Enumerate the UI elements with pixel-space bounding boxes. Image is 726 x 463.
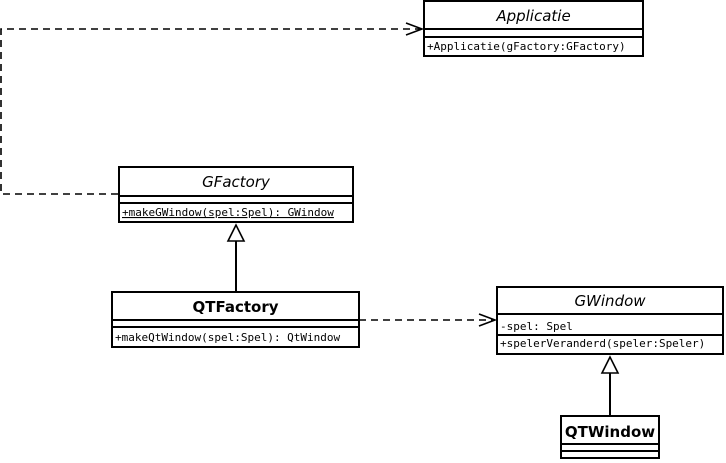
class-name: QTWindow: [565, 423, 655, 441]
class-applicatie: Applicatie +Applicatie(gFactory:GFactory…: [423, 0, 644, 57]
class-name: Applicatie: [495, 7, 570, 25]
class-operation: +makeGWindow(spel:Spel): GWindow: [122, 206, 334, 219]
hollow-triangle-arrowhead: [600, 355, 620, 374]
class-name: GFactory: [202, 173, 271, 191]
hollow-triangle-arrowhead: [226, 223, 246, 242]
class-gfactory: GFactory +makeGWindow(spel:Spel): GWindo…: [118, 166, 354, 223]
class-qtwindow: QTWindow: [560, 415, 660, 459]
dependency-gfactory-applicatie: [0, 22, 425, 195]
class-operation: +makeQtWindow(spel:Spel): QtWindow: [115, 331, 341, 344]
open-arrowhead: [478, 313, 498, 327]
dependency-qtfactory-gwindow: [359, 313, 498, 327]
generalization-qtwindow-gwindow: [600, 355, 620, 416]
class-name: GWindow: [574, 292, 646, 310]
class-operation: +spelerVeranderd(speler:Speler): [500, 337, 705, 350]
class-name: QTFactory: [192, 298, 278, 316]
class-qtfactory: QTFactory +makeQtWindow(spel:Spel): QtWi…: [111, 291, 360, 348]
class-gwindow: GWindow -spel: Spel +spelerVeranderd(spe…: [496, 286, 724, 355]
open-arrowhead: [405, 22, 425, 36]
class-attribute: -spel: Spel: [500, 320, 573, 333]
class-operation: +Applicatie(gFactory:GFactory): [427, 40, 626, 53]
generalization-qtfactory-gfactory: [226, 223, 246, 292]
